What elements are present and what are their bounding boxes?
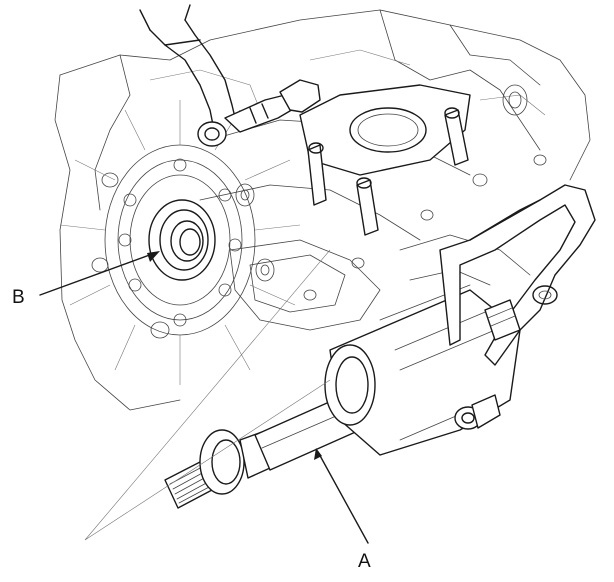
leader-lines [39,249,369,544]
oil-seal-b [148,199,216,281]
mounting-bracket [299,84,471,236]
callout-a-arrowhead [314,448,322,460]
callout-b-label: B [12,287,25,308]
callout-b-arrowhead [147,251,160,262]
differential-housing [59,100,301,385]
intermediate-shaft-a [164,184,596,509]
callout-a-label: A [358,551,371,572]
hose-assembly [139,4,321,147]
